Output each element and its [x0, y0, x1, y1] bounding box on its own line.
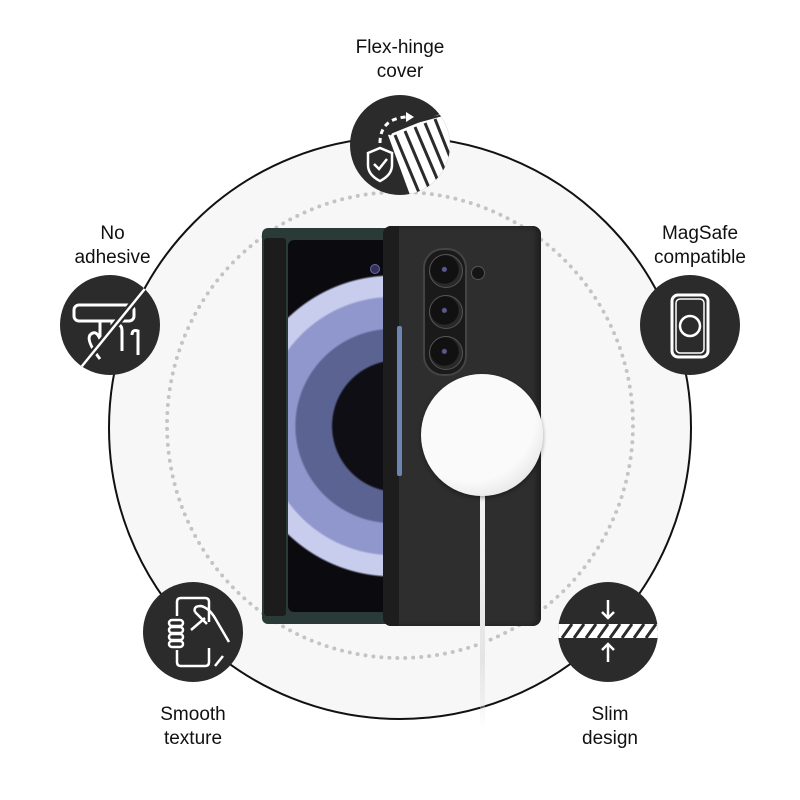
- camera-lens-icon: [429, 254, 463, 288]
- case-spine: [383, 226, 399, 626]
- feature-smooth-texture: Smooth texture: [113, 703, 273, 751]
- feature-no-adhesive: No adhesive: [40, 222, 185, 270]
- camera-module: [423, 248, 467, 376]
- phone-back-case-half: [383, 226, 541, 626]
- side-button: [397, 326, 402, 476]
- charger-cable: [480, 494, 485, 730]
- feature-magsafe: MagSafe compatible: [620, 222, 780, 270]
- front-camera-icon: [370, 264, 380, 274]
- hand-holding-phone-icon: [143, 582, 243, 682]
- phone-screen: [288, 240, 398, 612]
- phone-inner-screen-half: [262, 228, 402, 624]
- camera-lens-icon: [429, 295, 463, 329]
- feature-label: Slim design: [582, 704, 638, 749]
- no-adhesive-hand-icon: [60, 275, 160, 375]
- feature-label: No adhesive: [74, 223, 151, 268]
- camera-lens-icon: [429, 336, 463, 370]
- feature-label: Flex-hinge cover: [355, 37, 445, 82]
- flash-icon: [471, 266, 485, 280]
- feature-flex-hinge: Flex-hinge cover: [320, 36, 480, 84]
- slim-compress-icon: [558, 582, 658, 682]
- feature-label: Smooth texture: [160, 704, 226, 749]
- hinge-shield-icon: [350, 95, 450, 195]
- feature-label: MagSafe compatible: [654, 223, 746, 268]
- magsafe-charger: [421, 374, 543, 496]
- magsafe-phone-icon: [640, 275, 740, 375]
- case-edge: [264, 238, 286, 616]
- feature-slim-design: Slim design: [530, 703, 690, 751]
